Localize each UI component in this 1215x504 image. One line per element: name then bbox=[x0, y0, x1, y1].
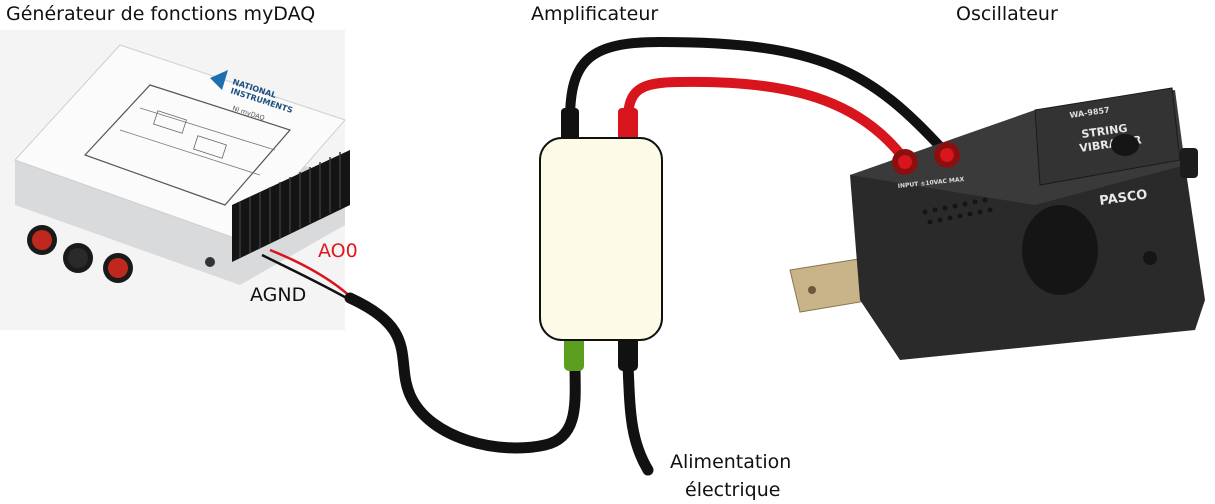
ni-logo-icon bbox=[210, 70, 228, 90]
cable-red-amplifier-to-oscillator bbox=[623, 76, 910, 165]
oscillator-device: WA-9857 STRING VIBRATOR PASCO INPUT ±10V… bbox=[789, 87, 1205, 360]
oscillator-hole bbox=[1022, 205, 1098, 295]
label-ao0: AO0 bbox=[318, 240, 358, 262]
oscillator-brand-label: PASCO bbox=[1098, 187, 1148, 209]
cable-black-amplifier-to-oscillator bbox=[565, 36, 950, 157]
cable-power bbox=[622, 359, 654, 476]
oscillator-name-line1: STRING bbox=[1081, 122, 1129, 141]
wire-ao0 bbox=[269, 248, 353, 299]
amplifier-red-output-plug bbox=[618, 108, 638, 144]
mydaq-device: NATIONAL INSTRUMENTS NI myDAQ bbox=[0, 30, 350, 330]
amplifier-power-plug bbox=[618, 335, 638, 371]
label-amplifier: Amplificateur bbox=[531, 3, 658, 25]
amplifier-black-input-plug bbox=[561, 108, 579, 144]
label-oscillator: Oscillateur bbox=[956, 3, 1058, 25]
label-function-generator: Générateur de fonctions myDAQ bbox=[6, 3, 315, 25]
amplifier-body bbox=[539, 137, 663, 341]
label-power-line2: électrique bbox=[685, 479, 780, 501]
amplifier-box bbox=[539, 108, 663, 371]
label-agnd: AGND bbox=[250, 284, 306, 306]
label-power-line1: Alimentation bbox=[670, 451, 791, 473]
amplifier-green-input-plug bbox=[564, 335, 584, 371]
mydaq-printed-diagram bbox=[83, 84, 292, 206]
mydaq-audio-jack bbox=[205, 257, 215, 267]
oscillator-grille bbox=[922, 197, 993, 225]
oscillator-knob bbox=[1180, 148, 1198, 178]
wire-agnd bbox=[261, 253, 351, 302]
cable-mydaq-to-amplifier bbox=[344, 292, 581, 454]
